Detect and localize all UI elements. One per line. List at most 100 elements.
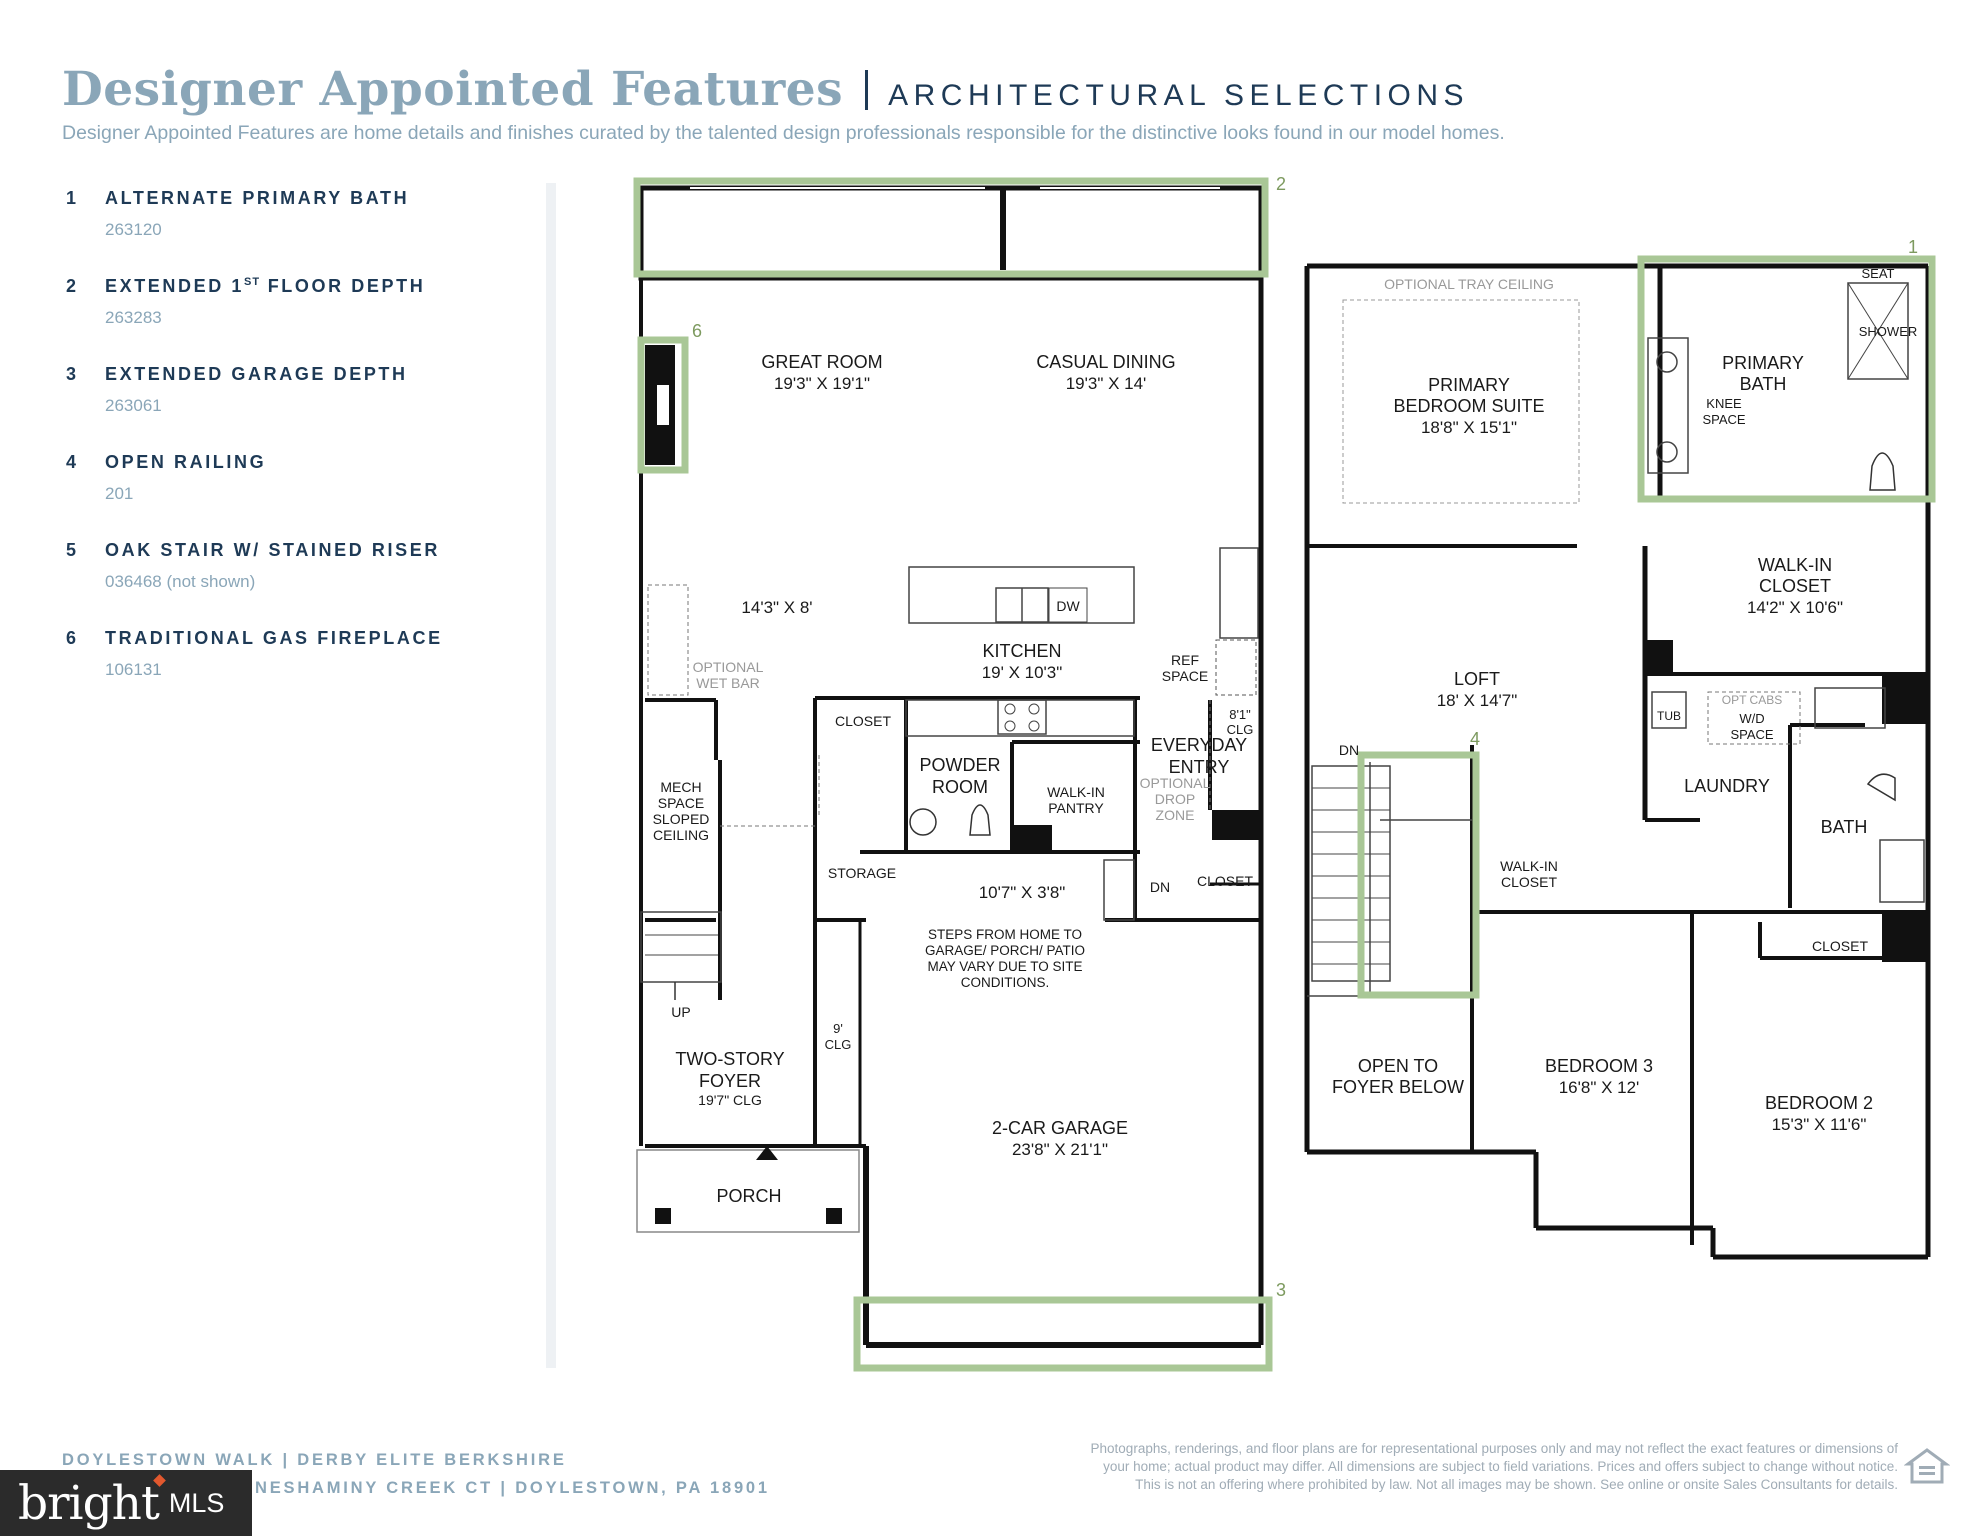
room-label: MECH (660, 779, 701, 795)
optional-label: WET BAR (696, 675, 760, 691)
room-label: OPEN TO (1358, 1056, 1438, 1076)
room-label: ROOM (932, 777, 988, 797)
feature-name-superscript: ST (244, 276, 261, 288)
bathtub (1814, 687, 1886, 729)
feature-name: EXTENDED GARAGE DEPTH (105, 364, 408, 384)
ref-space (1215, 639, 1257, 696)
feature-name: TRADITIONAL GAS FIREPLACE (105, 628, 443, 648)
burner (1028, 703, 1040, 715)
feature-code: 263061 (105, 396, 162, 415)
feature-number: 2 (66, 276, 77, 296)
label: REF (1171, 652, 1199, 668)
porch-outline (636, 1149, 860, 1233)
column (1645, 640, 1673, 674)
feature-number: 5 (66, 540, 77, 560)
feature-name-part: FLOOR DEPTH (260, 276, 426, 296)
feature-list: 1 ALTERNATE PRIMARY BATH 263120 2 EXTEND… (66, 188, 536, 716)
column (1012, 825, 1052, 852)
burner (1028, 720, 1040, 732)
feature-number: 6 (66, 628, 77, 648)
feature-code: 263120 (105, 220, 162, 239)
room-label: CLOSET (1501, 874, 1557, 890)
dn-label: DN (1150, 879, 1170, 895)
room-label: CEILING (653, 827, 709, 843)
dn-label: DN (1339, 742, 1359, 758)
disclaimer-line: This is not an offering where prohibited… (1135, 1477, 1898, 1492)
entry-marker (756, 1146, 778, 1160)
feature-item: 2 EXTENDED 1ST FLOOR DEPTH 263283 (66, 276, 536, 364)
optional-label: OPT CABS (1722, 693, 1782, 707)
bath-sink (1656, 351, 1678, 373)
room-label: BEDROOM 3 (1545, 1056, 1653, 1076)
room-label: 2-CAR GARAGE (992, 1118, 1128, 1138)
callout-2: 2 (1276, 174, 1286, 194)
kitchen-island (908, 566, 1135, 624)
room-dimension: 18'8" X 15'1" (1421, 418, 1517, 437)
room-dimension: 19'3" X 14' (1066, 374, 1147, 393)
section-title: ARCHITECTURAL SELECTIONS (888, 79, 1470, 112)
room-label: PANTRY (1048, 800, 1104, 816)
disclaimer: Photographs, renderings, and floor plans… (958, 1440, 1898, 1494)
pantry-counter (1219, 547, 1259, 639)
optional-label: OPTIONAL (693, 659, 764, 675)
label: SPACE (1730, 727, 1773, 742)
porch-column (826, 1208, 842, 1224)
column (1882, 674, 1928, 724)
room-label: FOYER (699, 1071, 761, 1091)
community-line-1: DOYLESTOWN WALK | DERBY ELITE BERKSHIRE (62, 1451, 567, 1469)
stairs (1311, 765, 1391, 982)
feature-item: 3 EXTENDED GARAGE DEPTH 263061 (66, 364, 536, 452)
label: 9' (833, 1021, 843, 1036)
bath-sink (1656, 441, 1678, 463)
vanity (1879, 839, 1925, 903)
kitchen-counter (905, 699, 1135, 737)
room-label: PORCH (716, 1186, 781, 1206)
feature-number: 3 (66, 364, 77, 384)
highlight-extended-floor (633, 177, 1269, 278)
label: KNEE (1706, 396, 1742, 411)
note-text: MAY VARY DUE TO SITE (927, 959, 1082, 974)
page-subtitle: Designer Appointed Features are home det… (62, 122, 1505, 144)
header: Designer Appointed Features ARCHITECTURA… (62, 62, 1469, 117)
first-floor-plan: 2 6 3 GREAT ROOM 19'3" X 19'1" CASUAL DI… (633, 174, 1286, 1372)
feature-item: 6 TRADITIONAL GAS FIREPLACE 106131 (66, 628, 536, 716)
feature-item: 5 OAK STAIR W/ STAINED RISER 036468 (not… (66, 540, 536, 628)
room-label: LAUNDRY (1684, 776, 1770, 796)
extension-walls (638, 185, 1264, 281)
room-label: ENTRY (1169, 757, 1230, 777)
feature-item: 1 ALTERNATE PRIMARY BATH 263120 (66, 188, 536, 276)
room-label: STORAGE (828, 865, 896, 881)
room-label: EVERYDAY (1151, 735, 1247, 755)
note-text: GARAGE/ PORCH/ PATIO (925, 943, 1085, 958)
label: CLG (1227, 722, 1254, 737)
callout-3: 3 (1276, 1280, 1286, 1300)
address-line: NESHAMINY CREEK CT | DOYLESTOWN, PA 1890… (255, 1479, 770, 1497)
room-dimension: 18' X 14'7" (1437, 691, 1518, 710)
feature-name-part: EXTENDED 1 (105, 276, 245, 296)
room-label: CASUAL DINING (1036, 352, 1175, 372)
vanity (1647, 337, 1689, 474)
label: SPACE (1162, 668, 1208, 684)
room-dimension: 19'3" X 19'1" (774, 374, 870, 393)
room-label: KITCHEN (982, 641, 1061, 661)
optional-label: OPTIONAL TRAY CEILING (1384, 276, 1554, 292)
column (1212, 810, 1261, 840)
room-dimension: 19' X 10'3" (982, 663, 1063, 682)
second-floor-plan: 1 4 OPTIONAL TRAY CEILING PRIMARY BEDROO… (1304, 237, 1936, 1260)
toilet (1869, 452, 1896, 491)
bright-mls-logo: bright MLS (0, 1470, 252, 1536)
room-dimension: 19'7" CLG (698, 1092, 762, 1108)
highlight-garage-depth (853, 1296, 1273, 1372)
porch-column (655, 1208, 671, 1224)
room-label: PRIMARY (1428, 375, 1510, 395)
burner (1004, 703, 1016, 715)
disclaimer-line: Photographs, renderings, and floor plans… (1090, 1441, 1898, 1456)
cooktop (997, 699, 1047, 735)
room-dimension: 15'3" X 11'6" (1772, 1115, 1867, 1134)
label: SHOWER (1859, 324, 1918, 339)
feature-name: EXTENDED 1ST FLOOR DEPTH (105, 276, 425, 297)
highlight-open-railing (1357, 751, 1480, 999)
logo-mls: MLS (168, 1487, 225, 1518)
note-text: CONDITIONS. (961, 975, 1050, 990)
up-label: UP (671, 1004, 690, 1020)
